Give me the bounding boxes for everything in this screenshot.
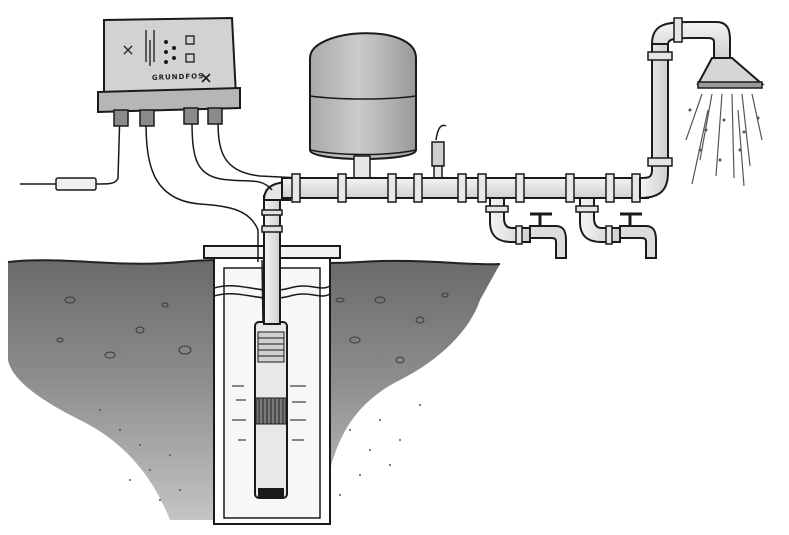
shower-riser (639, 17, 731, 200)
sand-dots (99, 404, 421, 501)
control-box: GRUNDFOS (97, 16, 241, 127)
cable-glands (113, 107, 223, 127)
water-level (232, 385, 306, 441)
inline-fuse (55, 177, 97, 191)
pipe-couplings (291, 173, 641, 203)
pressure-sensor (431, 141, 445, 181)
tap-1 (485, 197, 567, 259)
submersible-pump (254, 259, 288, 499)
panel-indicators (164, 40, 176, 64)
water-spray (685, 93, 763, 187)
tap-2 (575, 197, 657, 259)
distribution-pipe (281, 173, 649, 203)
tap-handle-1 (530, 212, 552, 226)
electrical-cables (20, 109, 447, 262)
control-box-brand-text: GRUNDFOS (152, 72, 205, 82)
panel-symbols (123, 30, 195, 66)
soil-texture (56, 292, 449, 364)
grundfos-x-icon (201, 73, 211, 83)
shower-head (696, 57, 765, 89)
tap-handle-2 (620, 212, 642, 226)
pressure-tank (309, 32, 417, 179)
